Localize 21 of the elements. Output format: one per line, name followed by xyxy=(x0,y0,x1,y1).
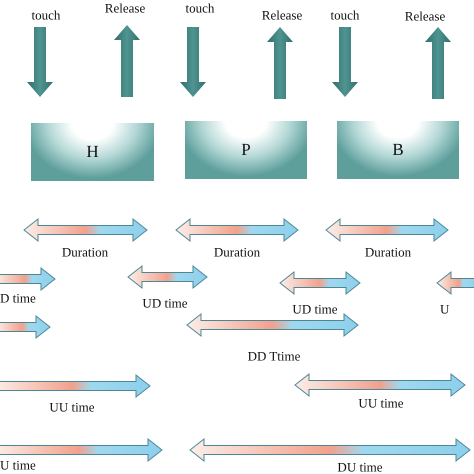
action-label: touch xyxy=(32,8,60,22)
time-label: D time xyxy=(0,292,36,304)
action-label: touch xyxy=(186,2,214,14)
time-label: DU time xyxy=(337,460,383,474)
time-label: Duration xyxy=(364,246,412,258)
time-label: UU time xyxy=(49,400,95,414)
action-label: Release xyxy=(404,10,446,22)
time-label: Duration xyxy=(62,246,108,258)
key-box: P xyxy=(185,121,307,179)
time-label: U time xyxy=(0,458,36,472)
time-label: UD time xyxy=(292,302,338,316)
time-label: U xyxy=(440,302,450,316)
key-box: H xyxy=(31,123,154,181)
action-label: Release xyxy=(104,2,146,14)
action-label: touch xyxy=(330,8,360,22)
key-box: B xyxy=(337,121,459,179)
time-label: UD time xyxy=(142,296,188,310)
time-label: UU time xyxy=(358,396,404,410)
time-label: Duration xyxy=(214,246,260,258)
time-label: DD Ttime xyxy=(248,350,300,362)
action-label: Release xyxy=(262,8,302,22)
